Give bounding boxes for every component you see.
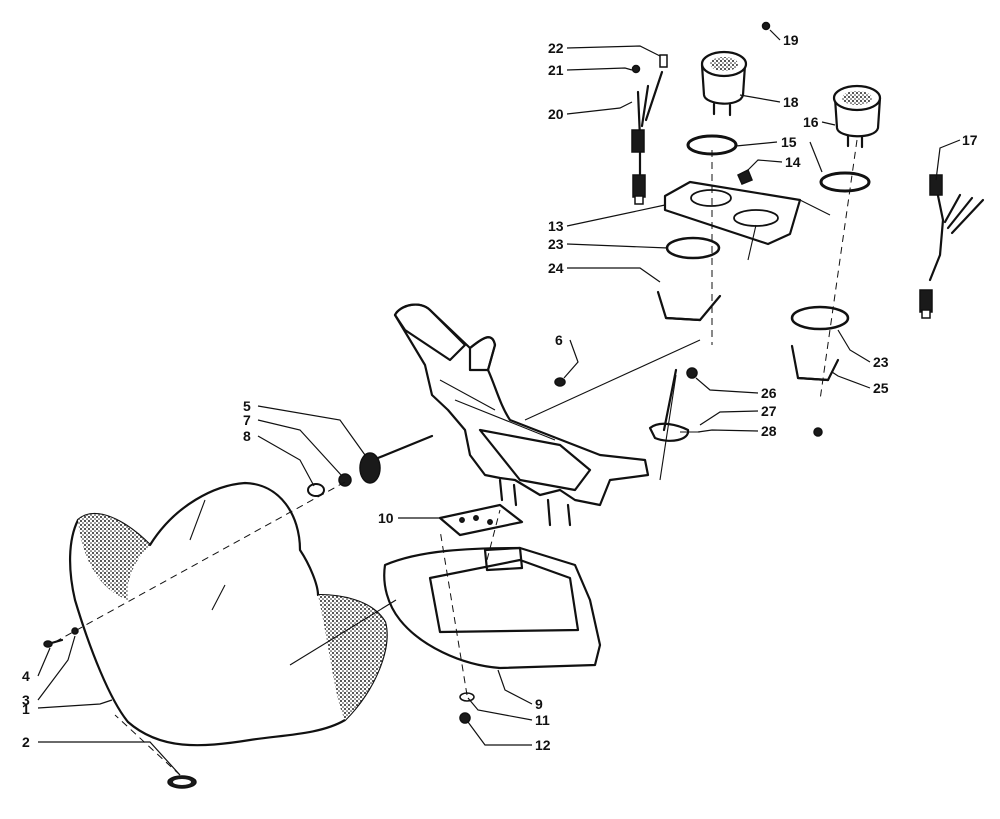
callout-10: 10 bbox=[378, 510, 394, 526]
callout-4: 4 bbox=[22, 668, 30, 684]
shroud-fasteners bbox=[459, 692, 475, 724]
callout-11: 11 bbox=[535, 712, 550, 728]
windshield-fasteners bbox=[43, 627, 197, 789]
callout-25: 25 bbox=[873, 380, 889, 396]
handlebar-assembly bbox=[393, 303, 650, 527]
callout-9: 9 bbox=[535, 696, 543, 712]
leader-lines bbox=[37, 29, 961, 776]
callout-23-right: 23 bbox=[873, 354, 889, 370]
callout-8: 8 bbox=[243, 428, 251, 444]
callout-14: 14 bbox=[785, 154, 801, 170]
callout-16: 16 bbox=[803, 114, 819, 130]
small-hardware-left bbox=[307, 377, 566, 497]
dash-shroud bbox=[383, 546, 602, 670]
callout-26: 26 bbox=[761, 385, 777, 401]
gauge-right bbox=[832, 84, 882, 149]
gauge-left bbox=[700, 21, 771, 117]
windshield bbox=[69, 481, 388, 747]
callout-3: 3 bbox=[22, 692, 30, 708]
gauge-brackets bbox=[656, 290, 840, 382]
speedometer-cable bbox=[648, 367, 823, 442]
callout-15: 15 bbox=[781, 134, 797, 150]
callout-23-left: 23 bbox=[548, 236, 564, 252]
callout-18: 18 bbox=[783, 94, 799, 110]
callout-28: 28 bbox=[761, 423, 777, 439]
callout-6: 6 bbox=[555, 332, 563, 348]
wiring-harness-right bbox=[919, 174, 985, 319]
assembly-centerlines bbox=[54, 139, 858, 776]
callout-1: 1 bbox=[22, 701, 30, 717]
callout-22: 22 bbox=[548, 40, 564, 56]
callout-27: 27 bbox=[761, 403, 777, 419]
callout-13: 13 bbox=[548, 218, 564, 234]
callout-5: 5 bbox=[243, 398, 251, 414]
callout-24: 24 bbox=[548, 260, 564, 276]
plate bbox=[438, 503, 524, 537]
callout-12: 12 bbox=[535, 737, 551, 753]
callout-19: 19 bbox=[783, 32, 799, 48]
callout-20: 20 bbox=[548, 106, 564, 122]
callout-21: 21 bbox=[548, 62, 564, 78]
wiring-harness-left bbox=[631, 54, 668, 205]
callout-labels: 1 2 3 4 5 6 7 8 9 10 11 12 13 14 15 16 1… bbox=[22, 32, 978, 753]
gauge-rings bbox=[665, 134, 871, 331]
callout-17: 17 bbox=[962, 132, 978, 148]
callout-2: 2 bbox=[22, 734, 30, 750]
callout-7: 7 bbox=[243, 412, 251, 428]
gauge-panel-plate bbox=[663, 168, 802, 246]
